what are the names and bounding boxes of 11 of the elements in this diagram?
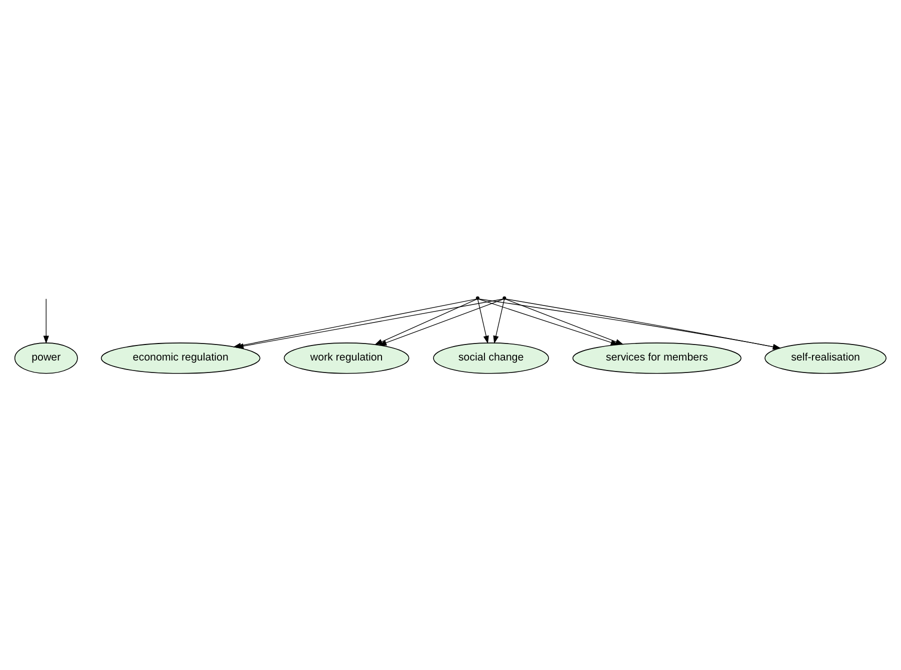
node-ellipse: services for members	[572, 342, 742, 374]
node-ellipse: work regulation	[284, 342, 410, 374]
node-ellipse: power	[14, 342, 78, 374]
node-point	[502, 296, 506, 300]
node-point	[476, 296, 480, 300]
arrow	[478, 299, 489, 344]
node-ellipse: social change	[433, 342, 549, 374]
arrow	[43, 298, 49, 344]
arrow	[374, 298, 477, 346]
arrow	[493, 299, 505, 344]
arrow	[378, 298, 504, 346]
